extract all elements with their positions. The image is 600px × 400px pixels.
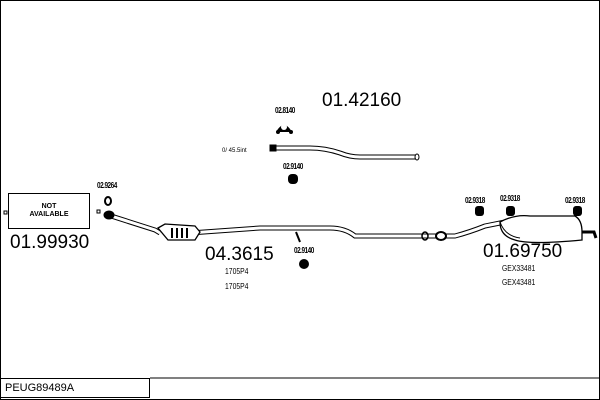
rubber-mount-icon	[288, 174, 298, 184]
part-number-mount[interactable]: 02.9140	[294, 246, 314, 255]
rubber-mount-icon	[299, 259, 309, 269]
part-number-mount[interactable]: 02.9318	[565, 196, 585, 205]
not-available-line1: NOT	[41, 202, 57, 210]
catalyst-pipe	[103, 210, 420, 241]
catalyst-ref: 1705P4	[225, 267, 249, 276]
gasket-icon	[104, 196, 112, 206]
catalyst-ref: 1705P4	[225, 282, 249, 291]
part-number-gasket[interactable]: 02.9264	[97, 181, 117, 190]
rear-silencer	[420, 214, 598, 244]
part-number-mount[interactable]: 02.9318	[465, 196, 485, 205]
silencer-ref: GEX43481	[502, 278, 536, 287]
diagram-reference: PEUG89489A	[0, 378, 150, 398]
part-number-mount[interactable]: 02.9140	[283, 162, 303, 171]
connector-marker-icon	[3, 210, 8, 215]
part-number-mount[interactable]: 02.9318	[500, 194, 520, 203]
part-number-middle-pipe[interactable]: 01.42160	[322, 90, 402, 111]
silencer-mounts	[475, 206, 582, 216]
pipe-diameter-note: 0/ 45.5int	[222, 148, 247, 154]
part-number-front-pipe[interactable]: 01.99930	[10, 232, 90, 253]
silencer-ref: GEX33481	[502, 264, 536, 273]
part-number-catalyst[interactable]: 04.3615	[205, 244, 274, 265]
not-available-box: NOT AVAILABLE	[8, 193, 90, 229]
clamp-icon	[276, 124, 293, 134]
connector-marker-icon	[96, 209, 101, 214]
part-number-clamp[interactable]: 02.8140	[275, 106, 295, 115]
part-number-rear-silencer[interactable]: 01.69750	[483, 241, 563, 262]
middle-pipe	[269, 144, 420, 161]
not-available-line2: AVAILABLE	[29, 211, 69, 218]
